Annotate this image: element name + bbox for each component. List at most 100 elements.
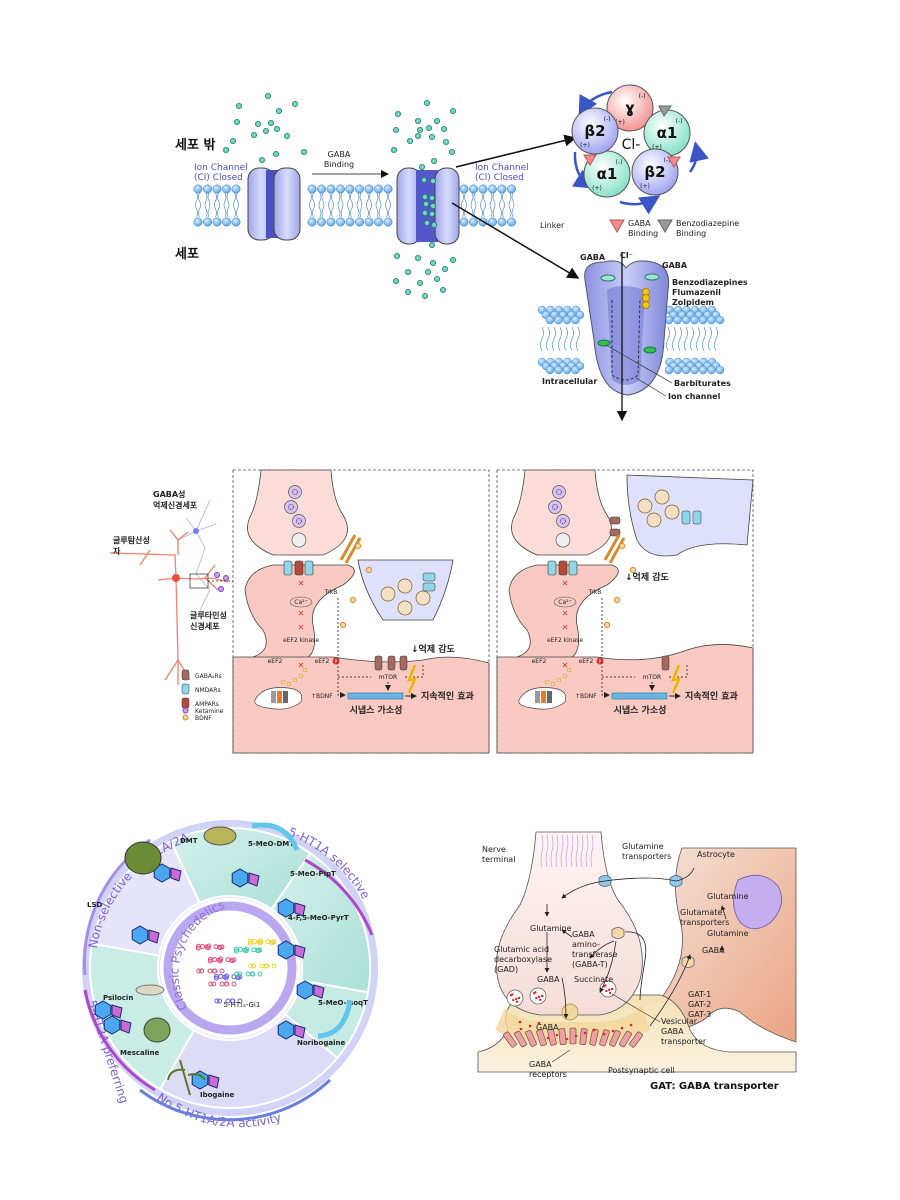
ion-channel-pointer [635, 377, 667, 397]
protein-ribbon [214, 998, 220, 1004]
vesicle-content [555, 488, 563, 496]
glutaminergic-label-1: 글루타민성 [190, 610, 227, 620]
peyote-cactus-icon [143, 1017, 171, 1043]
gaba-receptor-icon [558, 1028, 567, 1046]
lipid-tail [684, 326, 688, 352]
gaba-molecule [262, 127, 269, 134]
gaba-molecule [428, 194, 435, 201]
eef2-phospho-label: eEF2 [315, 658, 330, 665]
vesicle-content [291, 488, 299, 496]
lipid-tail [385, 192, 391, 218]
fusing-vesicle [555, 532, 571, 548]
panel-gaba-receptor: 세포 밖 세포 Ion Channel (Cl) Closed Ion Chan… [175, 84, 748, 422]
compound-label: LSD [87, 901, 103, 909]
closed-ion-channel [247, 167, 301, 241]
rotation-arrow [578, 90, 613, 117]
channel-left-label-1: Ion Channel [194, 163, 248, 173]
gaba-dot [537, 1021, 541, 1025]
protein-ribbon [224, 973, 230, 979]
gaba-dot [534, 991, 537, 994]
arc-border [304, 858, 374, 936]
gaba-molecule [272, 150, 279, 157]
gaba-molecule [421, 209, 428, 216]
lipid-tail [366, 192, 372, 218]
gaba-molecule [428, 210, 435, 217]
lipid-head [317, 217, 326, 227]
gad-label-1: Glutamic acid [494, 945, 549, 954]
gaba-vesicle [415, 590, 431, 606]
gaba-molecule [394, 111, 401, 118]
subunit-name: β2 [584, 122, 605, 140]
blocked-x-icon: ✕ [562, 579, 569, 588]
gad-label-2: decarboxylase [494, 955, 552, 964]
gaba-molecule [420, 176, 427, 183]
protein-ribbon [223, 981, 229, 987]
ribosome-bar [283, 691, 288, 703]
synaptic-vesicle [292, 514, 306, 528]
protein-ribbon [195, 945, 201, 951]
lipid-tail [318, 192, 325, 218]
gaba-molecule [254, 121, 261, 128]
channel-right-label-2: (Cl) Closed [475, 173, 524, 183]
molecule-ring-icon [111, 1004, 123, 1019]
lipid-tail [214, 192, 220, 218]
gaba-molecule [258, 156, 265, 163]
gaba-molecule [422, 200, 429, 207]
mechanism-legend: GABAₐRs NMDARs AMPARs Ketamine BDNF [181, 669, 224, 722]
protein-ribbon [244, 946, 250, 952]
receptor3d-gaba-left: GABA [580, 253, 606, 262]
gaba-dot [512, 998, 515, 1002]
lipid-head [459, 184, 469, 194]
gaba-dot [517, 996, 521, 1000]
gaba-vesicle [637, 498, 653, 514]
lipid-head [203, 217, 212, 227]
protein-ribbon [207, 956, 213, 962]
nerve-terminal-label-1: Nerve [482, 845, 506, 854]
gaba-molecule [433, 118, 440, 125]
lipid-tail [337, 192, 344, 218]
gaba-dot [605, 989, 608, 993]
pointer-line-3d [451, 202, 580, 279]
gabaa-receptor [661, 655, 670, 671]
protein-ribbon [211, 981, 217, 987]
receptors-pointer [551, 1049, 571, 1063]
lipid-head [707, 315, 716, 325]
molecule-ring-icon [103, 1015, 121, 1035]
molecule-ring-icon [277, 898, 295, 918]
gaba-molecule [421, 292, 428, 299]
receptor-channel [283, 560, 293, 576]
sector-5ht2a [89, 942, 196, 1091]
mushroom-icon [135, 984, 165, 996]
lipid-tail [696, 326, 700, 352]
trkb-label: TrkB [324, 589, 338, 596]
channel-left-label-2: (Cl) Closed [194, 173, 243, 183]
eef2-label: eEF2 [532, 658, 547, 665]
protein-ribbon [196, 968, 202, 974]
subunit-sign: (-) [664, 157, 671, 164]
bdnf-label: ↑BDNF [575, 693, 597, 700]
lightning-icon [671, 664, 682, 694]
receptor3d-ion: Cl⁻ [620, 251, 633, 260]
gaba-dot [538, 998, 542, 1002]
mtor-label: mTOR [643, 674, 661, 681]
protein-ribbon [234, 971, 240, 977]
lipid-tail [666, 326, 670, 352]
gaba-dot [535, 996, 538, 1000]
bdnf-chain-bead [286, 681, 292, 687]
eef2-label: eEF2 [268, 658, 283, 665]
gaba-dot [574, 1034, 578, 1038]
gaba-receptor-icon [525, 1030, 537, 1047]
nmda-receptor [692, 510, 702, 525]
gaba-vesicle [529, 987, 547, 1005]
lipid-tail [702, 326, 706, 352]
nmda-receptor [422, 572, 436, 582]
bdnf-chain-bead [566, 667, 572, 673]
pathway-arrows [544, 867, 727, 1027]
lipid-tail [356, 192, 363, 218]
lipid-head [364, 217, 374, 227]
intracellular-label: Intracellular [542, 377, 597, 386]
lipid-head [715, 365, 725, 375]
vesicular-label-1: Vesicular [661, 1017, 698, 1026]
lipid-head [507, 184, 516, 194]
